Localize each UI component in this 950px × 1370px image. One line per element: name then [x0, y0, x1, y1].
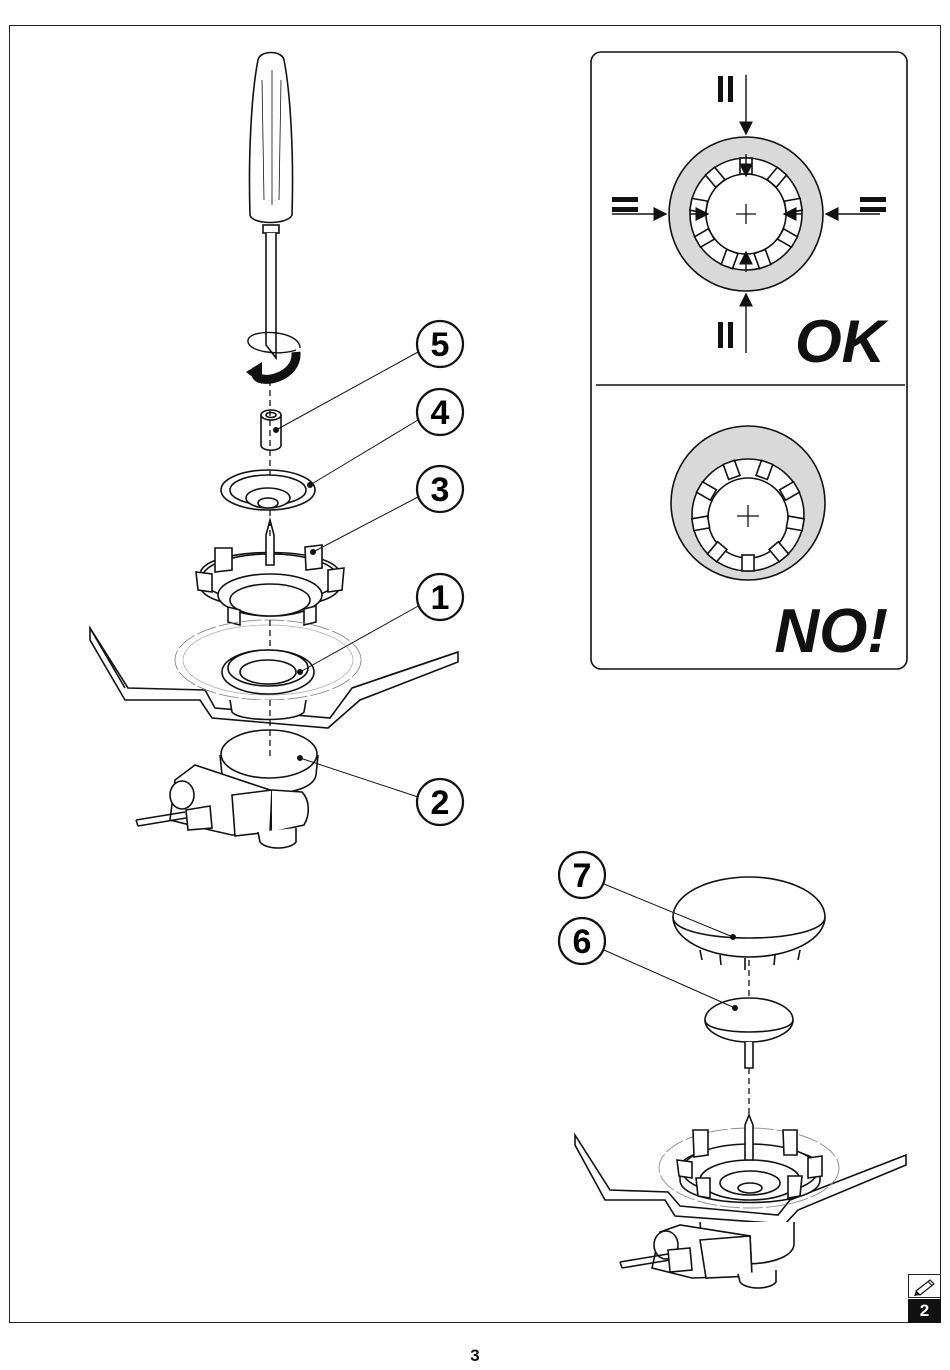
- svg-text:2: 2: [431, 784, 450, 822]
- svg-text:NO!: NO!: [774, 597, 888, 666]
- screwdriver: [249, 53, 292, 359]
- burner-cup-part: [222, 650, 314, 720]
- small-burner-cap-part: [705, 998, 793, 1068]
- svg-text:5: 5: [431, 326, 450, 364]
- svg-text:7: 7: [573, 857, 592, 895]
- svg-text:OK: OK: [795, 308, 889, 375]
- callout-1: 1: [417, 574, 463, 620]
- callout-2: 2: [417, 779, 463, 825]
- page-number: 3: [0, 1346, 950, 1366]
- burner-cap-part: [673, 877, 825, 970]
- pencil-icon: [909, 1275, 940, 1297]
- injector-assembly-part: [136, 730, 318, 848]
- callout-5: 5: [417, 321, 463, 367]
- callout-6: 6: [559, 918, 605, 964]
- callout-4: 4: [417, 389, 463, 435]
- burner-crown-part: [221, 470, 315, 510]
- svg-text:6: 6: [573, 923, 592, 961]
- figure-number-badge: 2: [908, 1299, 941, 1323]
- figure-marker: [908, 1274, 941, 1298]
- svg-text:1: 1: [431, 579, 450, 617]
- callout-7: 7: [559, 852, 605, 898]
- assembled-burner: [677, 1115, 822, 1203]
- callout-3: 3: [417, 466, 463, 512]
- svg-text:4: 4: [431, 394, 450, 432]
- svg-text:3: 3: [431, 471, 450, 509]
- injector-assembly-right: [620, 1222, 794, 1288]
